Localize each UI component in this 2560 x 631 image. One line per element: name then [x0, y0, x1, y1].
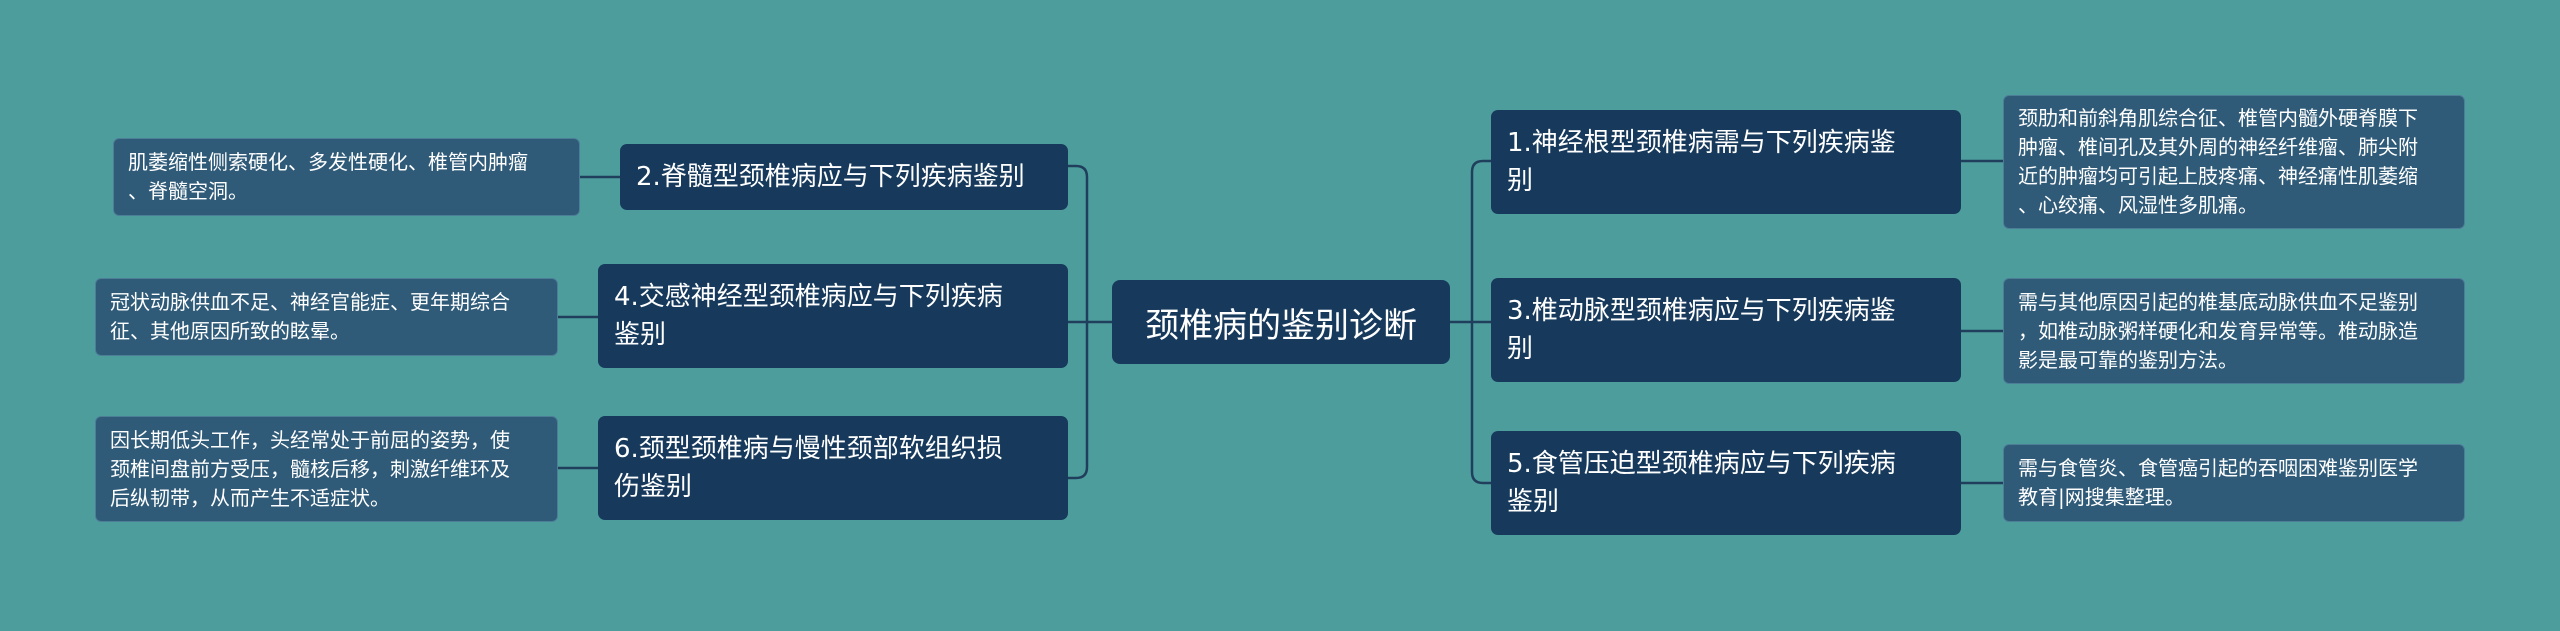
leaf-node-6[interactable]: 因长期低头工作，头经常处于前屈的姿势，使 颈椎间盘前方受压，髓核后移，刺激纤维环…: [95, 416, 558, 522]
leaf-node-3[interactable]: 需与其他原因引起的椎基底动脉供血不足鉴别 ，如椎动脉粥样硬化和发育异常等。椎动脉…: [2003, 278, 2465, 384]
leaf-node-1[interactable]: 颈肋和前斜角肌综合征、椎管内髓外硬脊膜下 肿瘤、椎间孔及其外周的神经纤维瘤、肺尖…: [2003, 95, 2465, 229]
branch-node-1[interactable]: 1.神经根型颈椎病需与下列疾病鉴 别: [1491, 110, 1961, 214]
leaf-node-5[interactable]: 需与食管炎、食管癌引起的吞咽困难鉴别医学 教育|网搜集整理。: [2003, 444, 2465, 522]
branch-node-2[interactable]: 2.脊髓型颈椎病应与下列疾病鉴别: [620, 144, 1068, 210]
branch-node-4[interactable]: 4.交感神经型颈椎病应与下列疾病 鉴别: [598, 264, 1068, 368]
leaf-node-4[interactable]: 冠状动脉供血不足、神经官能症、更年期综合 征、其他原因所致的眩晕。: [95, 278, 558, 356]
central-topic[interactable]: 颈椎病的鉴别诊断: [1112, 280, 1450, 364]
leaf-node-2[interactable]: 肌萎缩性侧索硬化、多发性硬化、椎管内肿瘤 、脊髓空洞。: [113, 138, 580, 216]
branch-node-3[interactable]: 3.椎动脉型颈椎病应与下列疾病鉴 别: [1491, 278, 1961, 382]
branch-node-6[interactable]: 6.颈型颈椎病与慢性颈部软组织损 伤鉴别: [598, 416, 1068, 520]
branch-node-5[interactable]: 5.食管压迫型颈椎病应与下列疾病 鉴别: [1491, 431, 1961, 535]
